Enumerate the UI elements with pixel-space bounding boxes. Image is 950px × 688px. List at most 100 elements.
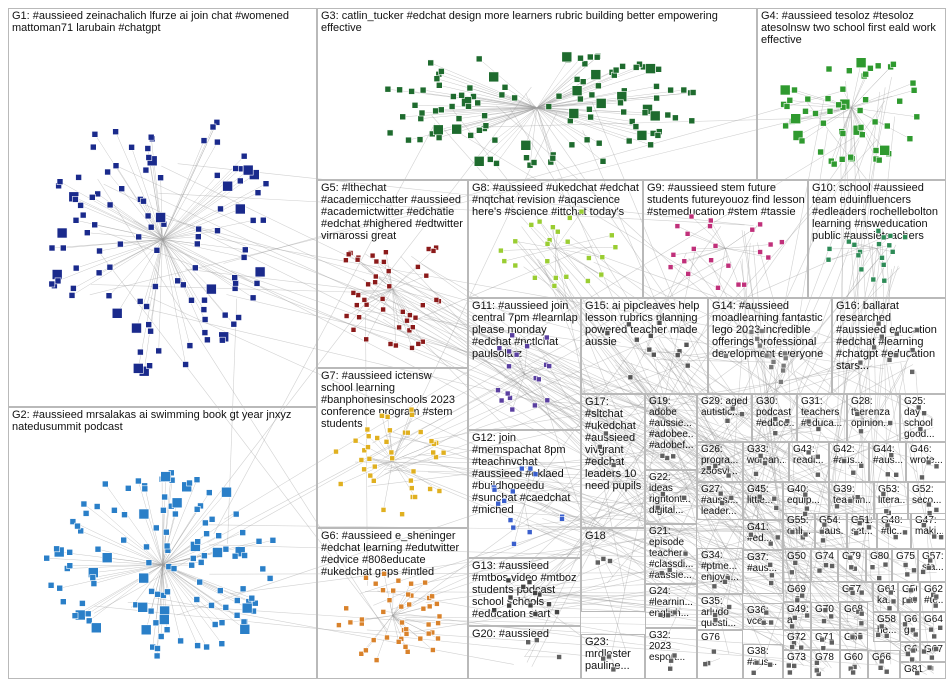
node <box>233 166 239 172</box>
node <box>380 413 385 418</box>
node <box>79 600 85 606</box>
node <box>214 139 220 145</box>
node <box>195 643 201 649</box>
node <box>757 343 762 348</box>
node <box>209 602 215 608</box>
node <box>887 606 892 611</box>
node <box>758 453 763 458</box>
node <box>769 620 774 625</box>
node <box>829 640 834 645</box>
node <box>574 76 580 82</box>
node <box>596 98 606 108</box>
node <box>70 285 76 291</box>
node <box>388 342 393 347</box>
node <box>831 161 837 167</box>
node <box>84 230 90 236</box>
node <box>521 584 526 589</box>
node <box>806 419 811 424</box>
node <box>531 160 537 166</box>
node <box>594 54 600 60</box>
node <box>567 215 572 220</box>
node <box>877 242 882 247</box>
node <box>255 267 265 277</box>
node <box>407 602 412 607</box>
node <box>92 222 98 228</box>
node <box>883 562 888 567</box>
node <box>260 566 266 572</box>
node <box>381 507 386 512</box>
node <box>154 247 160 253</box>
node <box>434 76 440 82</box>
node <box>769 365 774 370</box>
node <box>363 648 368 653</box>
node <box>408 478 413 483</box>
node <box>137 349 143 355</box>
node <box>934 647 939 652</box>
node <box>795 598 800 603</box>
node <box>513 239 518 244</box>
node <box>334 449 339 454</box>
node <box>884 509 889 514</box>
node <box>508 518 513 523</box>
node <box>750 227 755 232</box>
node <box>803 511 808 516</box>
node <box>881 262 886 267</box>
node <box>510 407 515 412</box>
node <box>768 541 773 546</box>
node <box>842 459 847 464</box>
node <box>196 226 202 232</box>
node <box>426 622 431 627</box>
node <box>672 653 677 658</box>
node <box>779 240 784 245</box>
node <box>387 598 392 603</box>
node <box>351 327 356 332</box>
node <box>826 66 832 72</box>
node <box>683 551 688 556</box>
node <box>729 495 734 500</box>
node <box>646 64 656 74</box>
node <box>754 660 759 665</box>
node <box>172 511 178 517</box>
node <box>648 142 654 148</box>
node <box>189 562 195 568</box>
node <box>218 206 224 212</box>
node <box>527 530 532 535</box>
node <box>769 581 774 586</box>
node <box>431 450 436 455</box>
node <box>545 398 550 403</box>
node <box>255 190 261 196</box>
node <box>805 613 810 618</box>
node <box>768 562 773 567</box>
node <box>748 532 753 537</box>
node <box>758 222 763 227</box>
node <box>158 634 164 640</box>
node <box>359 617 364 622</box>
node <box>805 96 811 102</box>
node <box>633 64 639 70</box>
node <box>586 256 591 261</box>
node <box>450 94 456 100</box>
node <box>863 71 869 77</box>
node <box>153 525 159 531</box>
node <box>148 134 154 140</box>
node <box>384 439 389 444</box>
node <box>387 130 393 136</box>
node <box>351 290 356 295</box>
node <box>552 283 557 288</box>
node <box>611 463 616 468</box>
node <box>657 320 662 325</box>
node <box>564 274 569 279</box>
node <box>396 639 401 644</box>
node <box>879 334 884 339</box>
node <box>618 100 624 106</box>
node <box>152 284 158 290</box>
node <box>511 525 516 530</box>
node <box>385 414 390 419</box>
node <box>374 658 379 663</box>
node <box>416 341 421 346</box>
node <box>757 494 762 499</box>
node <box>916 405 921 410</box>
node <box>555 229 560 234</box>
node <box>476 127 482 133</box>
node <box>910 627 915 632</box>
